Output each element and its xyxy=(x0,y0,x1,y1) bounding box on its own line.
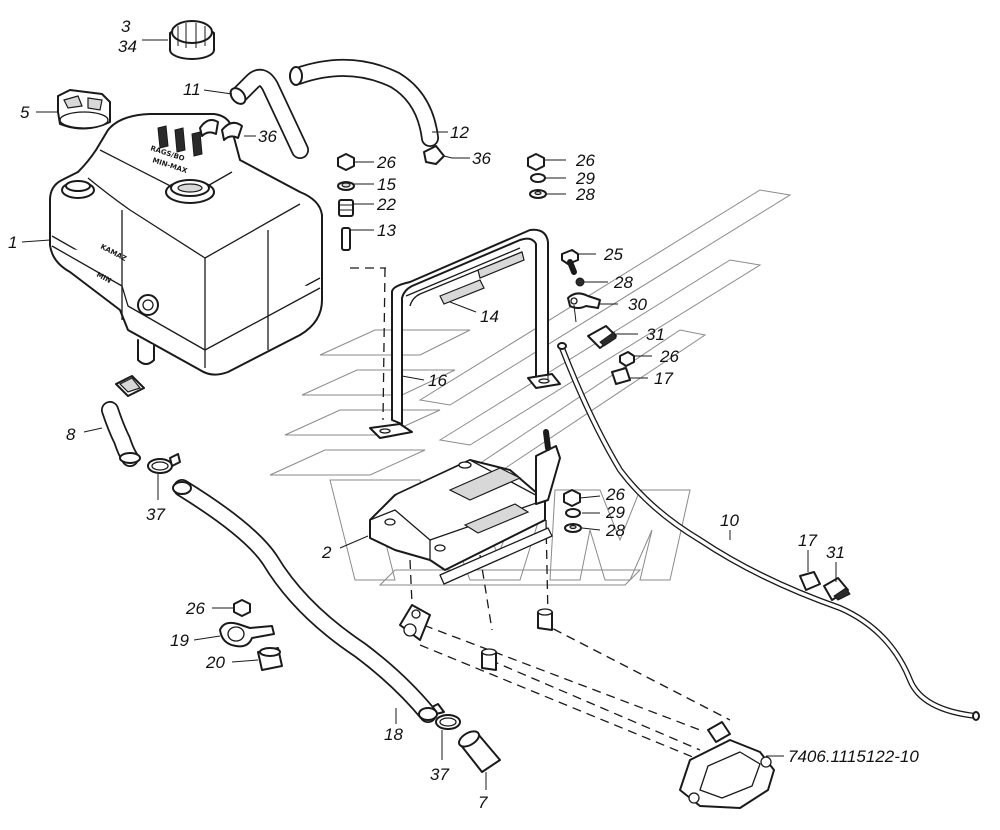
stud-hardware-stack xyxy=(337,153,386,421)
callout-15: 15 xyxy=(377,175,396,194)
hose-clamps-36 xyxy=(199,119,453,165)
callout-labels: 3 34 5 11 36 12 36 26 15 22 13 26 29 28 … xyxy=(8,17,919,812)
callout-3: 3 xyxy=(121,17,131,36)
callout-29-top: 29 xyxy=(575,169,595,188)
hose-12 xyxy=(289,58,439,147)
bracket-hardware-mid xyxy=(563,489,582,533)
leader-lines xyxy=(21,39,837,790)
pipe-10 xyxy=(557,342,980,721)
callout-16: 16 xyxy=(428,371,447,390)
callout-37-upper: 37 xyxy=(146,505,165,524)
callout-assembly-number: 7406.1115122-10 xyxy=(788,747,919,766)
callout-26-bracket-top: 26 xyxy=(575,151,595,170)
callout-26-stud: 26 xyxy=(376,153,396,172)
elbow-hose-8 xyxy=(101,375,145,467)
lower-clamp-set xyxy=(219,599,283,671)
valve-cap xyxy=(57,89,111,130)
pipe-clips-lower xyxy=(799,571,851,601)
bracket-hardware-top xyxy=(527,153,547,199)
callout-26-mid: 26 xyxy=(605,485,625,504)
callout-17-upper: 17 xyxy=(654,369,673,388)
strap-bracket xyxy=(369,228,561,439)
callout-36-top-right: 36 xyxy=(472,149,491,168)
hose-clamps-37 xyxy=(147,453,461,730)
mounting-bracket-2 xyxy=(369,429,561,631)
callout-11: 11 xyxy=(183,80,201,99)
callout-12: 12 xyxy=(450,123,469,142)
watermark-logo xyxy=(269,189,792,586)
callout-8: 8 xyxy=(66,425,76,444)
callout-29-mid: 29 xyxy=(605,503,625,522)
filler-cap xyxy=(169,20,215,60)
callout-18: 18 xyxy=(384,725,403,744)
callout-37-lower: 37 xyxy=(430,765,449,784)
callout-25: 25 xyxy=(603,245,623,264)
callout-28-bolt: 28 xyxy=(613,273,633,292)
callout-28-mid: 28 xyxy=(605,521,625,540)
callout-7: 7 xyxy=(478,793,488,812)
callout-20: 20 xyxy=(205,653,225,672)
callout-22: 22 xyxy=(376,195,396,214)
callout-17-lower: 17 xyxy=(798,531,817,550)
callout-36-top-left: 36 xyxy=(258,127,277,146)
callout-5: 5 xyxy=(20,103,30,122)
expansion-tank: RAGS/BO MIN-MAX KAMAZ MIN xyxy=(49,113,323,376)
callout-13: 13 xyxy=(377,221,396,240)
frame-rail-assembly xyxy=(399,604,775,809)
sleeve-7 xyxy=(458,730,501,773)
callout-26-lower: 26 xyxy=(185,599,205,618)
elbow-hose-11 xyxy=(229,68,309,159)
callout-28-top: 28 xyxy=(575,185,595,204)
callout-31-upper: 31 xyxy=(646,325,665,344)
callout-26-upper-right: 26 xyxy=(659,347,679,366)
hose-18 xyxy=(172,479,438,723)
callout-1: 1 xyxy=(8,233,17,252)
bolt-and-clips xyxy=(561,249,635,385)
callout-31-lower: 31 xyxy=(826,543,845,562)
callout-19: 19 xyxy=(170,631,189,650)
callout-30: 30 xyxy=(628,295,647,314)
callout-2: 2 xyxy=(321,543,332,562)
callout-14: 14 xyxy=(480,307,499,326)
callout-10: 10 xyxy=(720,511,739,530)
callout-34: 34 xyxy=(118,37,137,56)
